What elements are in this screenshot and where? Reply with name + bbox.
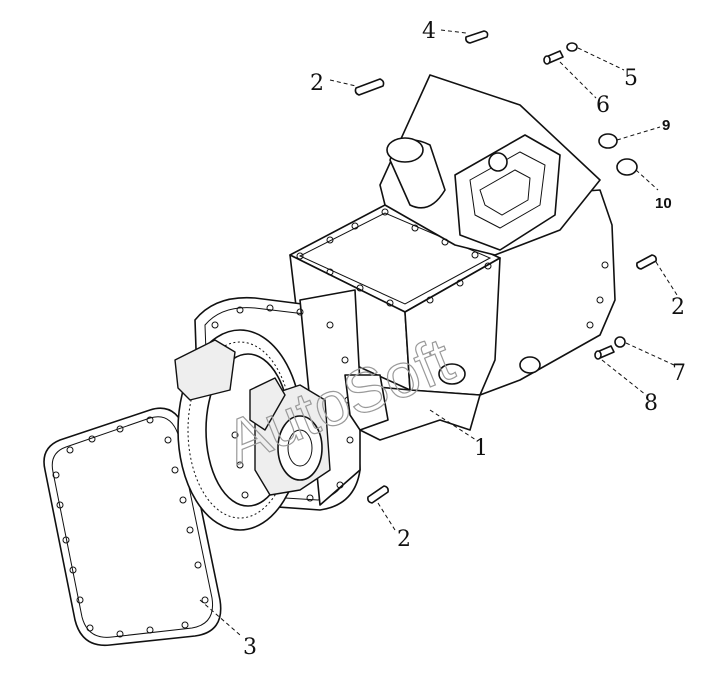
differential-carrier: [174, 339, 331, 499]
gearbox-housing-part-1: [289, 74, 616, 441]
gasket-part-3: [43, 407, 222, 647]
dowel-pin-part-2-right: [636, 254, 657, 270]
mounting-bracket: [344, 374, 389, 431]
callout-9: 9: [662, 117, 670, 134]
callout-6: 6: [596, 93, 610, 118]
callout-8: 8: [644, 391, 658, 416]
washer-part-7: [614, 336, 626, 348]
callout-2-right: 2: [671, 295, 685, 320]
washer-part-9: [598, 133, 618, 149]
callout-3: 3: [243, 635, 257, 660]
washer-part-5: [566, 42, 578, 52]
callout-5: 5: [624, 66, 638, 91]
callout-4: 4: [422, 19, 436, 44]
plug-part-10: [616, 158, 638, 176]
callout-2-bottom: 2: [397, 527, 411, 552]
callout-2-top: 2: [310, 71, 324, 96]
callout-7: 7: [672, 361, 686, 386]
dowel-pin-part-4: [465, 30, 489, 44]
bolt-part-6: [543, 50, 564, 65]
dowel-pin-part-2-bottom: [367, 485, 389, 504]
callout-10: 10: [655, 195, 672, 212]
callouts: 1 2 2 2 3 4 5 6 7 8 9 10: [243, 19, 686, 660]
bolt-part-8: [594, 345, 615, 360]
leader-lines: [199, 29, 678, 636]
callout-1: 1: [474, 436, 488, 461]
dowel-pin-part-2-top: [354, 78, 385, 96]
